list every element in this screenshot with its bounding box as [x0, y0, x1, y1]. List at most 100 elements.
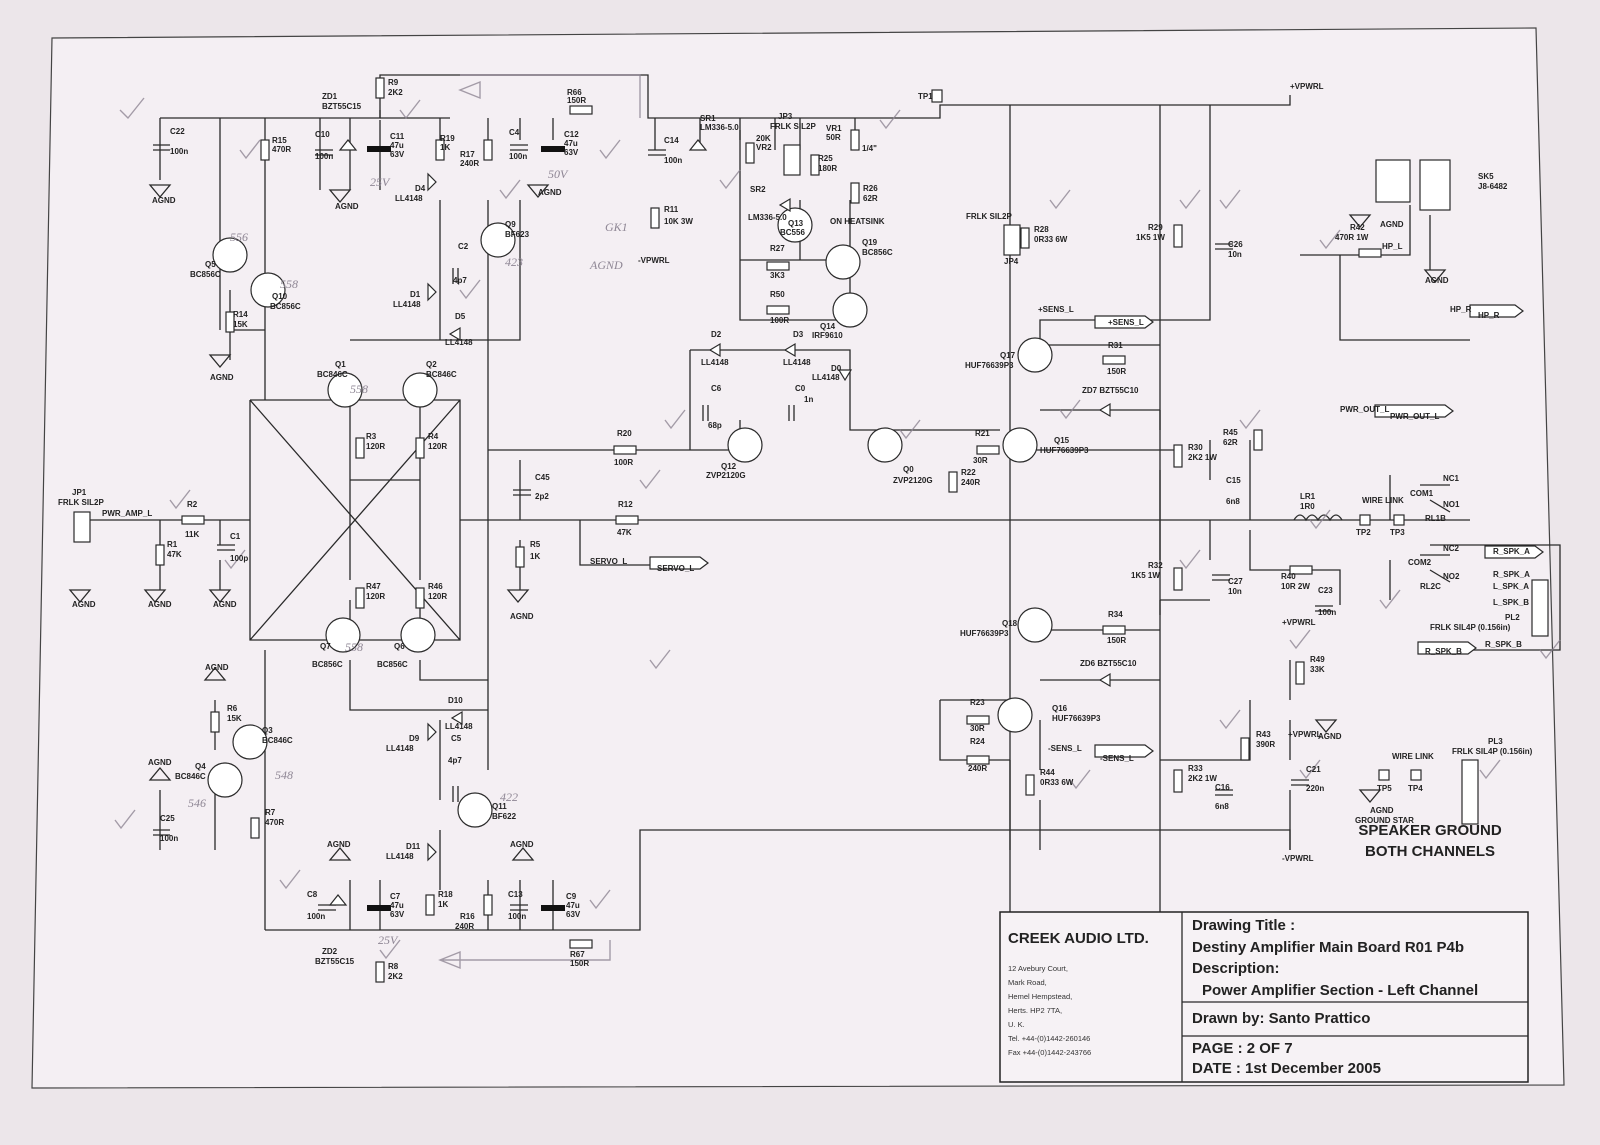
pencil-note: 556	[230, 230, 248, 244]
label-r18: R18	[438, 890, 453, 899]
label-zd2v: BZT55C15	[315, 957, 355, 966]
label-q2v: BC846C	[426, 370, 457, 379]
label-d4v: LL4148	[395, 194, 423, 203]
label-c26: C26	[1228, 240, 1243, 249]
label-r9: R9	[388, 78, 399, 87]
label-r44v: 0R33 6W	[1040, 778, 1074, 787]
label-q10: Q10	[272, 292, 288, 301]
label-c4: C4	[509, 128, 520, 137]
label-sensl2: -SENS_L	[1048, 744, 1082, 753]
pencil-note: 422	[500, 790, 518, 804]
drawn-by: Drawn by: Santo Prattico	[1192, 1010, 1371, 1027]
pencil-note: 50V	[548, 167, 568, 181]
label-tp5: TP5	[1377, 784, 1392, 793]
label-vpwrl2: +VPWRL	[1282, 618, 1316, 627]
label-pwrampl: PWR_AMP_L	[102, 509, 153, 518]
label-c27v: 10n	[1228, 587, 1242, 596]
label-d1: D1	[410, 290, 421, 299]
label-c5v: 4p7	[448, 756, 462, 765]
pencil-note: 548	[275, 768, 293, 782]
label-agnd4: AGND	[152, 196, 176, 205]
label-q2: Q2	[426, 360, 437, 369]
label-d9v: LL4148	[386, 744, 414, 753]
label-sr2v: LM336-5.0	[748, 213, 787, 222]
label-c45: C45	[535, 473, 550, 482]
label-c22v: 100n	[170, 147, 189, 156]
label-d5v: LL4148	[445, 338, 473, 347]
label-r27: R27	[770, 244, 785, 253]
description: Power Amplifier Section - Left Channel	[1202, 982, 1479, 999]
label-rl1b: RL1B	[1425, 514, 1446, 523]
speaker-ground-note: SPEAKER GROUND BOTH CHANNELS	[1358, 822, 1502, 860]
label-q13v: BC556	[780, 228, 805, 237]
label-c8: C8	[307, 890, 318, 899]
label-q17v: HUF76639P3	[965, 361, 1014, 370]
label-sensl4: -SENS_L	[1100, 754, 1134, 763]
label-no2: NO2	[1443, 572, 1460, 581]
label-agndstar: AGND	[1370, 806, 1394, 815]
title-block-frame	[999, 911, 1529, 1083]
label-q14v: IRF9610	[812, 331, 843, 340]
label-r3v: 120R	[366, 442, 386, 451]
label-q4: Q4	[195, 762, 206, 771]
label-q16: Q16	[1052, 704, 1068, 713]
label-q6: Q6	[394, 642, 405, 651]
label-r14: R14	[233, 310, 248, 319]
label-r8: R8	[388, 962, 399, 971]
label-pwrout: PWR_OUT_L	[1340, 405, 1390, 414]
label-c9a: 47u	[566, 901, 580, 910]
label-hpr2: HP_R	[1478, 311, 1500, 320]
label-d0: D0	[831, 364, 842, 373]
label-sensl: +SENS_L	[1038, 305, 1074, 314]
label-r28: R28	[1034, 225, 1049, 234]
label-c2: C2	[458, 242, 469, 251]
label-c10: C10	[315, 130, 330, 139]
label-nc1: NC1	[1443, 474, 1460, 483]
label-r11: R11	[664, 205, 679, 214]
page-number: PAGE : 2 OF 7	[1192, 1040, 1293, 1057]
label-q5: Q5	[205, 260, 216, 269]
label-d3: D3	[793, 330, 804, 339]
label-r28v: 0R33 6W	[1034, 235, 1068, 244]
label-c25v: 100n	[160, 834, 179, 843]
label-c6v: 68p	[708, 421, 722, 430]
label-rspkb: R_SPK_B	[1485, 640, 1522, 649]
label-r66: R66	[567, 88, 582, 97]
label-r14v: 15K	[233, 320, 248, 329]
label-vr1: VR1	[826, 124, 842, 133]
label-c26v: 10n	[1228, 250, 1242, 259]
label-r5v: 1K	[530, 552, 541, 561]
label-r44: R44	[1040, 768, 1055, 777]
pencil-note: 25V	[378, 933, 398, 947]
label-jp3: JP3	[778, 112, 793, 121]
label-agnd5: AGND	[335, 202, 359, 211]
label-c45v: 2p2	[535, 492, 549, 501]
label-q5v: BC856C	[190, 270, 221, 279]
label-r16: R16	[460, 912, 475, 921]
label-r12v: 47K	[617, 528, 632, 537]
label-c13: C13	[508, 890, 523, 899]
label-r25v: 180R	[818, 164, 838, 173]
label-c5: C5	[451, 734, 462, 743]
label-c7: C7	[390, 892, 401, 901]
label-wirelink1: WIRE LINK	[1362, 496, 1404, 505]
label-r30v: 2K2 1W	[1188, 453, 1217, 462]
label-q9: Q9	[505, 220, 516, 229]
label-r67v: 150R	[570, 959, 590, 968]
label-q18: Q18	[1002, 619, 1018, 628]
label-pl3v: FRLK SIL4P (0.156in)	[1452, 747, 1533, 756]
label-servo: SERVO_L	[590, 557, 628, 566]
label-pl3: PL3	[1488, 737, 1503, 746]
label-d1v: LL4148	[393, 300, 421, 309]
label-r2: R2	[187, 500, 198, 509]
label-c11: C11	[390, 132, 405, 141]
label-r31: R31	[1108, 341, 1123, 350]
label-r29: R29	[1148, 223, 1163, 232]
label-pwrout2: PWR_OUT_L	[1390, 412, 1440, 421]
label-lspka: L_SPK_A	[1493, 582, 1530, 591]
label-hpr: HP_R	[1450, 305, 1472, 314]
pencil-note: AGND	[590, 258, 623, 272]
label-c21v: 220n	[1306, 784, 1325, 793]
label-q12v: ZVP2120G	[706, 471, 746, 480]
